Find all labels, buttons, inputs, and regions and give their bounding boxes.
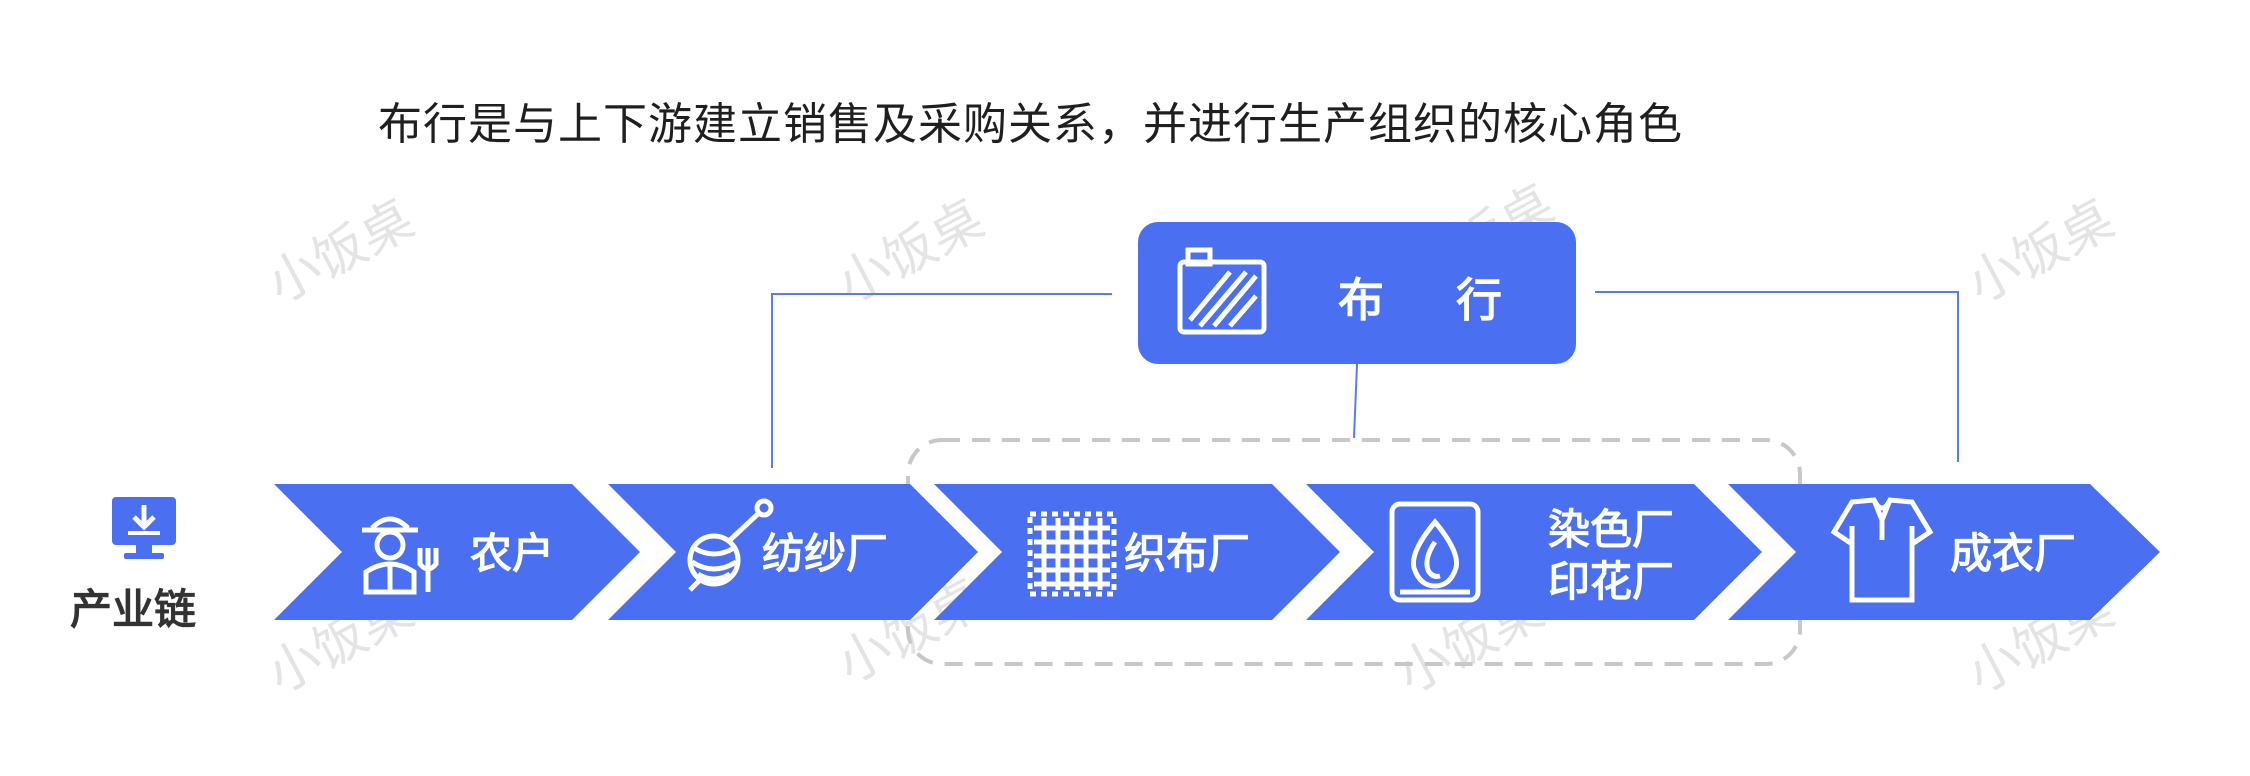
hub-box: [1138, 222, 1576, 364]
connector-to-weaving-group: [1353, 363, 1358, 439]
woven-fabric-icon: [1027, 511, 1117, 597]
chevron-dyeing-printing-mill: [1306, 484, 1762, 620]
connector-lines: [771, 291, 1959, 468]
stage-label-printing-mill: 印花厂: [1548, 557, 1675, 606]
stage-label-spinning-mill: 纺纱厂: [762, 529, 889, 578]
stage-label-dyeing-mill: 染色厂: [1548, 505, 1675, 554]
hub-label: 布 行: [1338, 273, 1531, 327]
chevron-spinning-mill: [608, 484, 978, 620]
shirt-icon: [1830, 497, 1934, 603]
chevron-garment-factory: [1728, 484, 2160, 620]
chain-label: 产业链: [70, 585, 197, 634]
fabric-stack-icon: [1177, 247, 1267, 335]
farmer-icon: [362, 516, 439, 595]
monitor-download-icon: [112, 497, 176, 559]
stage-label-garment-factory: 成衣厂: [1950, 529, 2077, 578]
headline: 布行是与上下游建立销售及采购关系，并进行生产组织的核心角色: [378, 99, 1683, 150]
yarn-spindle-icon: [687, 498, 774, 592]
chevron-farmer: [274, 484, 640, 620]
stage-label-farmer: 农户: [470, 529, 555, 578]
dye-drop-icon: [1389, 501, 1481, 603]
connector-to-garment: [1595, 291, 1959, 462]
connector-to-spinning: [771, 293, 1112, 468]
stage-label-weaving-mill: 织布厂: [1124, 529, 1251, 578]
